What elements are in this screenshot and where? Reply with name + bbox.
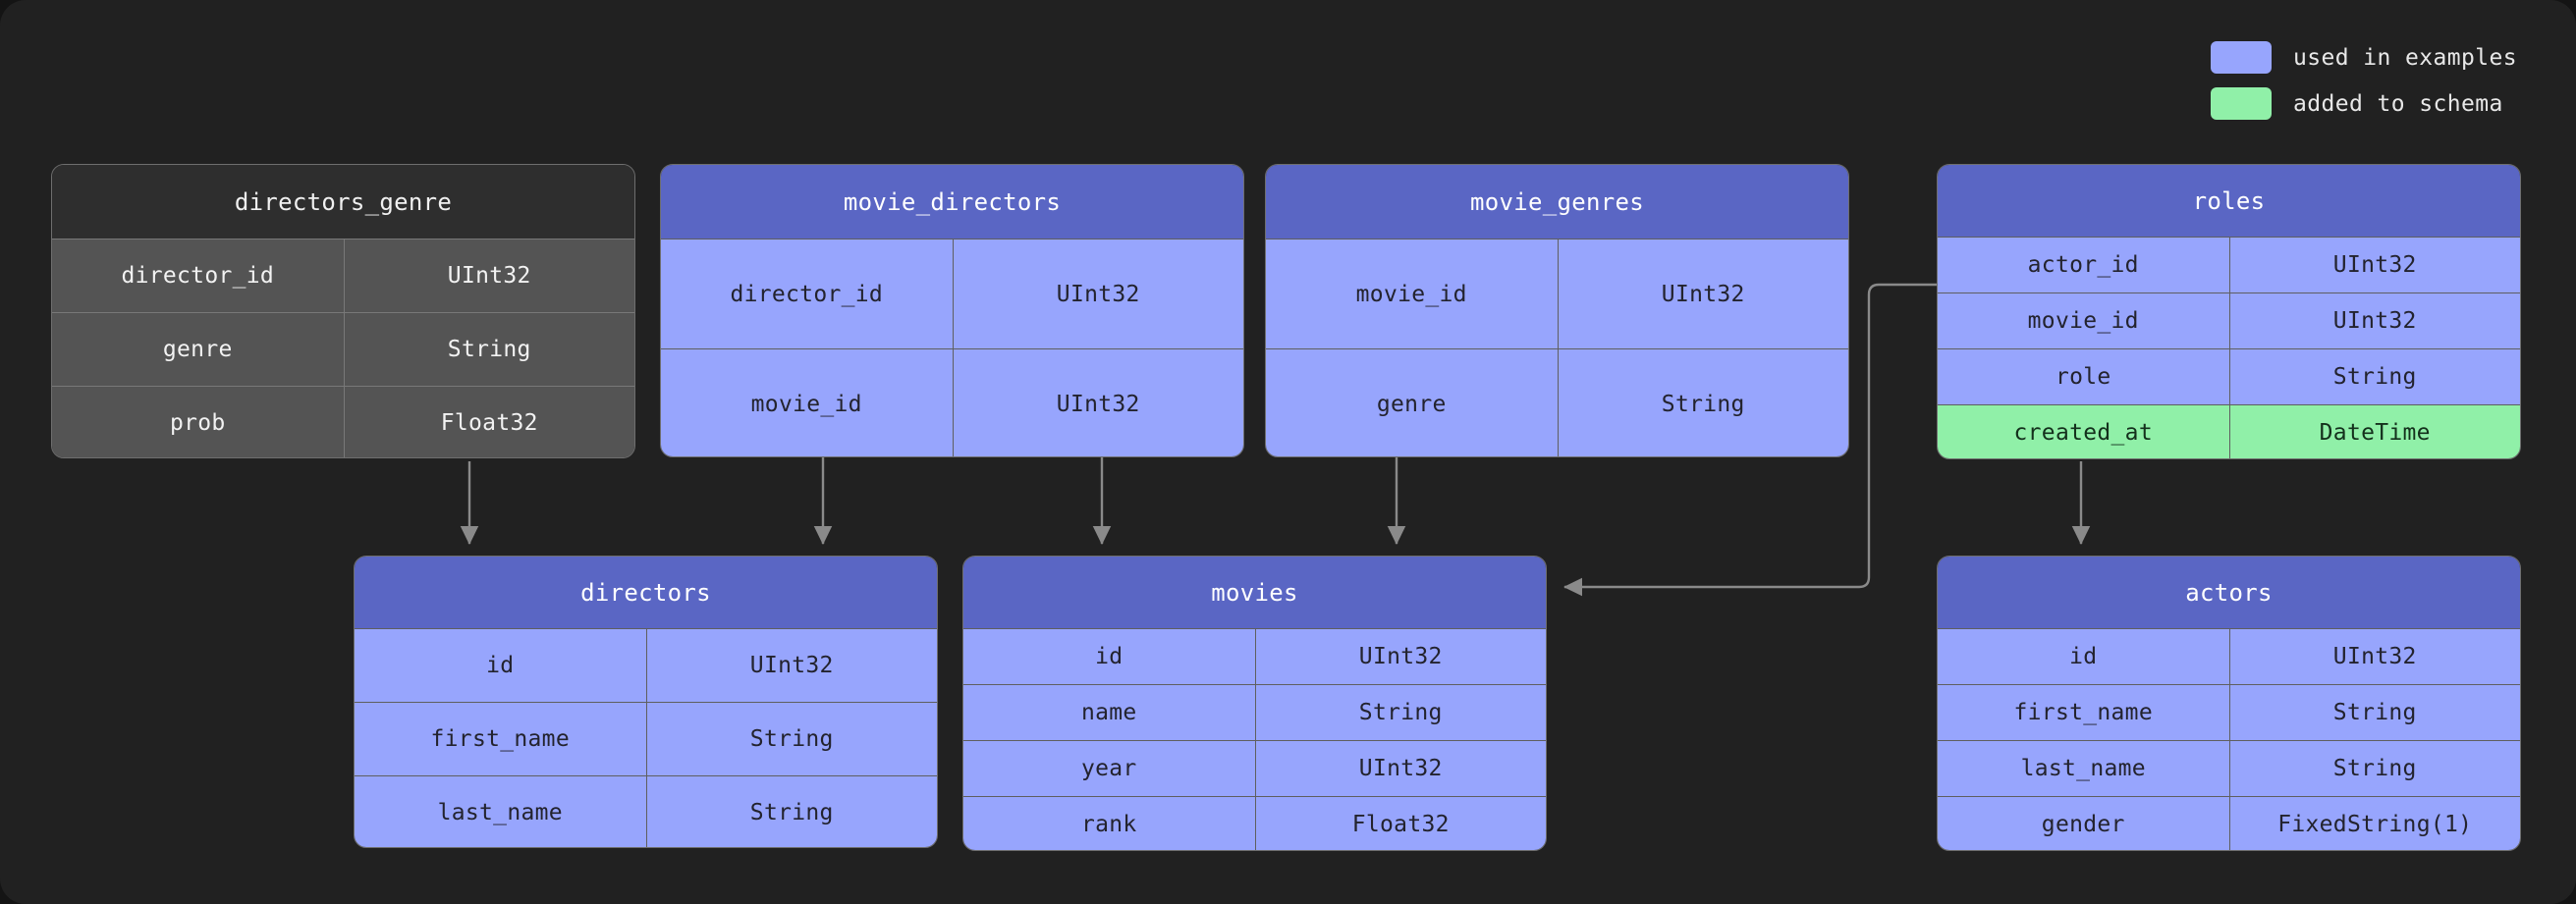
column-type-cell: FixedString(1) xyxy=(2228,796,2520,850)
column-type-cell: String xyxy=(645,702,937,775)
table-title-actors: actors xyxy=(1938,557,2520,628)
legend-swatch-blue xyxy=(2211,41,2273,74)
column-name-cell: first_name xyxy=(355,702,646,775)
table-title-directors_genre: directors_genre xyxy=(52,165,634,239)
column-type-cell: String xyxy=(1254,684,1546,740)
column-name-cell: prob xyxy=(52,386,344,457)
table-title-directors: directors xyxy=(355,557,937,628)
legend-swatch-green xyxy=(2211,87,2273,120)
column-name-cell: id xyxy=(355,628,646,702)
column-name-cell: created_at xyxy=(1938,404,2229,458)
table-title-roles: roles xyxy=(1938,165,2520,237)
column-type-cell: String xyxy=(2228,348,2520,404)
column-type-cell: Float32 xyxy=(343,386,634,457)
column-type-cell: UInt32 xyxy=(343,239,634,312)
column-type-cell: UInt32 xyxy=(952,348,1243,456)
column-type-cell: UInt32 xyxy=(2228,628,2520,684)
column-name-cell: id xyxy=(963,628,1255,684)
column-name-cell: director_id xyxy=(661,239,953,348)
column-name-cell: movie_id xyxy=(1266,239,1558,348)
column-name-cell: gender xyxy=(1938,796,2229,850)
column-name-cell: last_name xyxy=(1938,740,2229,796)
column-name-cell: genre xyxy=(52,312,344,386)
column-name-cell: genre xyxy=(1266,348,1558,456)
legend-item-used-in-examples: used in examples xyxy=(2211,41,2517,74)
column-name-cell: rank xyxy=(963,796,1255,850)
legend-item-added-to-schema: added to schema xyxy=(2211,87,2503,120)
column-type-cell: UInt32 xyxy=(2228,292,2520,348)
column-type-cell: DateTime xyxy=(2228,404,2520,458)
legend-label-used-in-examples: used in examples xyxy=(2293,44,2517,71)
column-name-cell: actor_id xyxy=(1938,237,2229,292)
column-type-cell: String xyxy=(2228,740,2520,796)
table-title-movie_directors: movie_directors xyxy=(661,165,1243,239)
column-name-cell: movie_id xyxy=(661,348,953,456)
legend: used in examples added to schema xyxy=(2211,41,2517,120)
column-type-cell: UInt32 xyxy=(952,239,1243,348)
column-name-cell: id xyxy=(1938,628,2229,684)
column-type-cell: String xyxy=(645,775,937,847)
column-name-cell: last_name xyxy=(355,775,646,847)
column-type-cell: UInt32 xyxy=(2228,237,2520,292)
column-name-cell: first_name xyxy=(1938,684,2229,740)
column-name-cell: role xyxy=(1938,348,2229,404)
column-type-cell: UInt32 xyxy=(1254,628,1546,684)
column-type-cell: UInt32 xyxy=(1557,239,1848,348)
column-name-cell: year xyxy=(963,740,1255,796)
column-type-cell: UInt32 xyxy=(1254,740,1546,796)
column-type-cell: String xyxy=(343,312,634,386)
column-name-cell: movie_id xyxy=(1938,292,2229,348)
table-title-movie_genres: movie_genres xyxy=(1266,165,1848,239)
legend-label-added-to-schema: added to schema xyxy=(2293,90,2503,117)
column-name-cell: name xyxy=(963,684,1255,740)
column-type-cell: Float32 xyxy=(1254,796,1546,850)
column-type-cell: String xyxy=(1557,348,1848,456)
column-type-cell: String xyxy=(2228,684,2520,740)
column-name-cell: director_id xyxy=(52,239,344,312)
column-type-cell: UInt32 xyxy=(645,628,937,702)
table-title-movies: movies xyxy=(963,557,1546,628)
